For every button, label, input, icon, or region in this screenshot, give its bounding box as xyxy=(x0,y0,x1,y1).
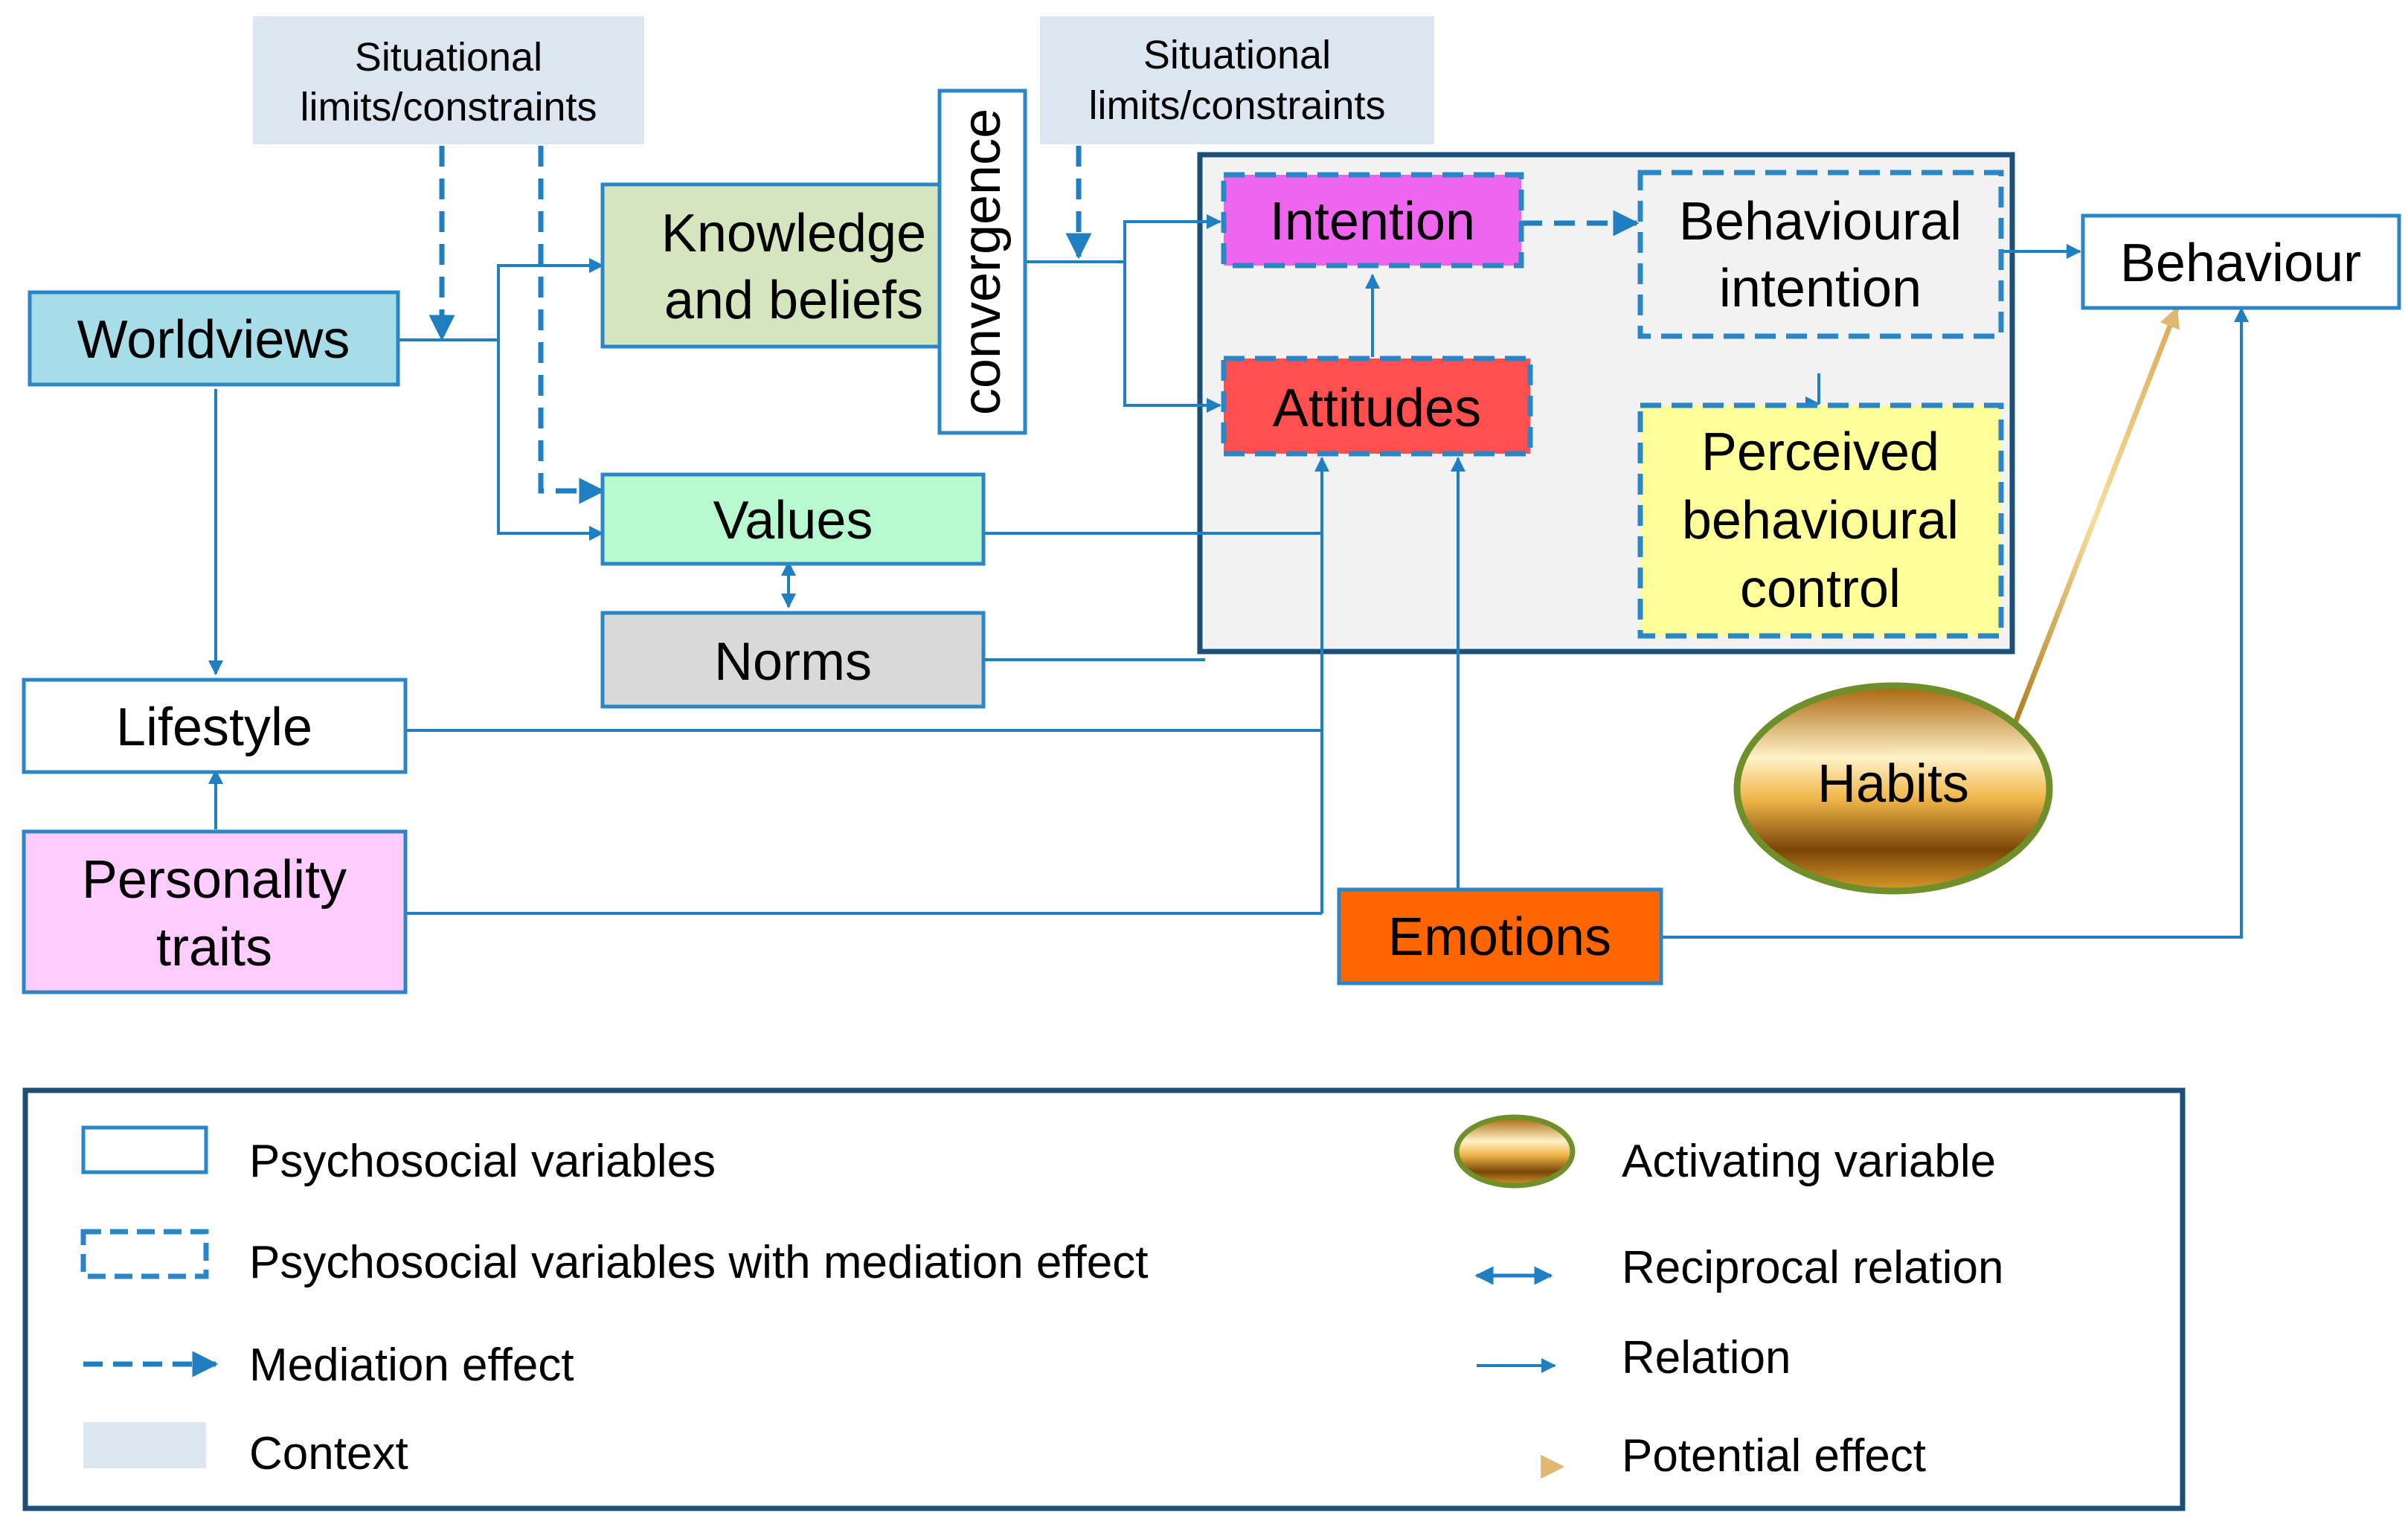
node-behaviour: Behaviour xyxy=(2081,213,2401,310)
svg-text:Intention: Intention xyxy=(1270,192,1475,251)
svg-text:traits: traits xyxy=(156,918,272,977)
mediation-context-left-b xyxy=(538,146,606,504)
node-perceived-behavioural-control: Perceived behavioural control xyxy=(1637,402,2004,639)
svg-text:Relation: Relation xyxy=(1622,1332,1791,1383)
legend-swatch-context xyxy=(83,1422,206,1468)
node-knowledge-beliefs: Knowledge and beliefs xyxy=(600,182,989,349)
context-left-line1: Situational xyxy=(355,35,542,80)
legend-item-reciprocal: Reciprocal relation xyxy=(1474,1242,2003,1293)
svg-text:Potential effect: Potential effect xyxy=(1622,1430,1926,1482)
svg-text:Worldviews: Worldviews xyxy=(77,310,350,370)
connectors xyxy=(208,214,2249,939)
mediation-arrows xyxy=(428,146,1640,504)
node-behavioural-intention: Behavioural intention xyxy=(1637,170,2004,339)
svg-text:Attitudes: Attitudes xyxy=(1273,379,1481,438)
legend-habits-ellipse-icon xyxy=(1454,1114,1576,1189)
legend-item-potential: Potential effect xyxy=(1480,1430,1926,1482)
legend-frame xyxy=(22,1087,2186,1511)
svg-text:Emotions: Emotions xyxy=(1388,907,1611,967)
edge-worldviews-branch xyxy=(398,258,604,341)
context-right-line2: limits/constraints xyxy=(1088,83,1385,128)
legend-item-psychosocial-mediation: Psychosocial variables with mediation ef… xyxy=(80,1229,1148,1288)
node-convergence: convergence xyxy=(937,89,1027,435)
svg-text:Reciprocal relation: Reciprocal relation xyxy=(1622,1242,2003,1293)
legend-swatch-solid-box xyxy=(81,1125,208,1174)
context-box-left: Situational limits/constraints xyxy=(253,16,644,144)
svg-text:Behaviour: Behaviour xyxy=(2120,234,2361,293)
potential-habits-behaviour xyxy=(2009,306,2180,732)
svg-text:Mediation effect: Mediation effect xyxy=(249,1340,574,1391)
svg-text:Context: Context xyxy=(249,1428,408,1479)
legend-item-mediation-effect: Mediation effect xyxy=(83,1340,574,1391)
legend-item-psychosocial: Psychosocial variables xyxy=(81,1125,716,1187)
svg-text:control: control xyxy=(1740,559,1901,619)
svg-text:Activating variable: Activating variable xyxy=(1622,1136,1996,1187)
edge-to-intention xyxy=(1123,214,1221,262)
svg-text:behavioural: behavioural xyxy=(1682,491,1959,550)
svg-text:Lifestyle: Lifestyle xyxy=(116,698,312,757)
svg-text:Perceived: Perceived xyxy=(1701,422,1939,482)
svg-text:Values: Values xyxy=(713,491,873,550)
svg-text:intention: intention xyxy=(1719,259,1921,318)
node-worldviews: Worldviews xyxy=(28,290,400,387)
node-intention: Intention xyxy=(1221,172,1524,269)
svg-text:Personality: Personality xyxy=(82,850,347,910)
legend-item-relation: Relation xyxy=(1477,1332,1791,1383)
context-box-right: Situational limits/constraints xyxy=(1040,16,1434,144)
node-personality-traits: Personality traits xyxy=(22,829,408,994)
svg-text:and beliefs: and beliefs xyxy=(664,271,923,330)
node-habits: Habits xyxy=(1733,682,2053,895)
edge-worldviews-values xyxy=(497,340,604,541)
context-left-line2: limits/constraints xyxy=(300,85,597,129)
legend-swatch-dashed-box xyxy=(80,1229,209,1279)
edge-to-attitudes xyxy=(1123,262,1221,413)
node-norms: Norms xyxy=(600,611,986,709)
legend-item-activating: Activating variable xyxy=(1454,1114,1996,1189)
svg-text:Psychosocial variables with me: Psychosocial variables with mediation ef… xyxy=(249,1237,1148,1288)
node-emotions: Emotions xyxy=(1337,887,1663,986)
node-attitudes: Attitudes xyxy=(1221,356,1533,457)
svg-text:Behavioural: Behavioural xyxy=(1679,192,1962,251)
edge-emotions-behaviour xyxy=(1661,307,2249,939)
svg-text:Norms: Norms xyxy=(714,632,872,692)
node-values: Values xyxy=(600,472,986,566)
svg-text:convergence: convergence xyxy=(952,109,1012,415)
context-right-line1: Situational xyxy=(1143,33,1331,77)
svg-text:Knowledge: Knowledge xyxy=(661,204,926,263)
svg-text:Psychosocial variables: Psychosocial variables xyxy=(249,1136,716,1187)
legend-item-context: Context xyxy=(83,1422,408,1479)
svg-text:Habits: Habits xyxy=(1817,754,1969,814)
node-lifestyle: Lifestyle xyxy=(22,678,408,774)
legend: Psychosocial variables Psychosocial vari… xyxy=(22,1087,2186,1511)
